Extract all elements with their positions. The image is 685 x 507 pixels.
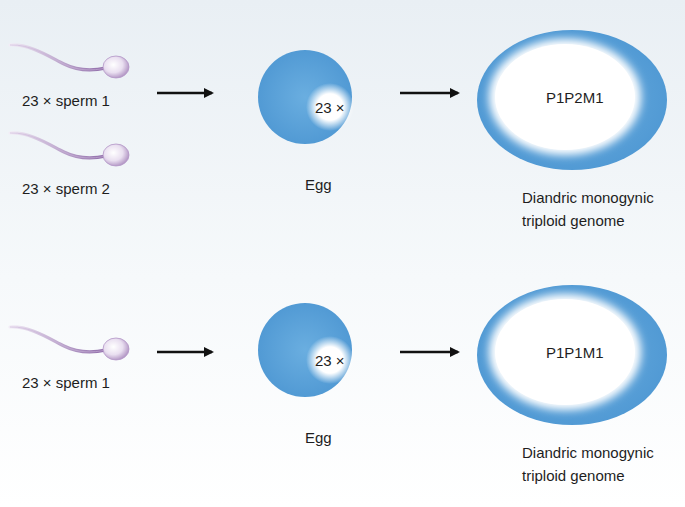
genome-formula: P1P2M1 <box>546 86 604 109</box>
sperm-cell: 23 × sperm 2 <box>8 128 130 178</box>
egg-label: Egg <box>305 426 332 449</box>
egg-cell: 23 ×Egg <box>258 50 352 144</box>
genome-description: Diandric monogynic triploid genome <box>522 441 672 487</box>
genome-formula: P1P1M1 <box>546 341 604 364</box>
sperm-outline <box>8 40 130 90</box>
sperm-cell: 23 × sperm 1 <box>8 40 130 90</box>
chromosome-count: 23 × <box>315 349 345 372</box>
process-arrow <box>157 92 212 94</box>
egg-label: Egg <box>305 173 332 196</box>
sperm-label: 23 × sperm 1 <box>22 371 110 394</box>
chromosome-count: 23 × <box>315 96 345 119</box>
egg-cell: 23 ×Egg <box>258 303 352 397</box>
sperm-outline <box>8 128 130 178</box>
sperm-label: 23 × sperm 1 <box>22 89 110 112</box>
egg-outline <box>258 303 352 397</box>
process-arrow <box>157 351 212 353</box>
sperm-cell: 23 × sperm 1 <box>8 322 130 372</box>
process-arrow <box>400 351 458 353</box>
triploid-zygote: P1P2M1Diandric monogynic triploid genome <box>477 30 667 170</box>
sperm-label: 23 × sperm 2 <box>22 177 110 200</box>
process-arrow <box>400 92 458 94</box>
triploid-zygote: P1P1M1Diandric monogynic triploid genome <box>477 285 667 425</box>
genome-description: Diandric monogynic triploid genome <box>522 186 672 232</box>
sperm-outline <box>8 322 130 372</box>
egg-outline <box>258 50 352 144</box>
